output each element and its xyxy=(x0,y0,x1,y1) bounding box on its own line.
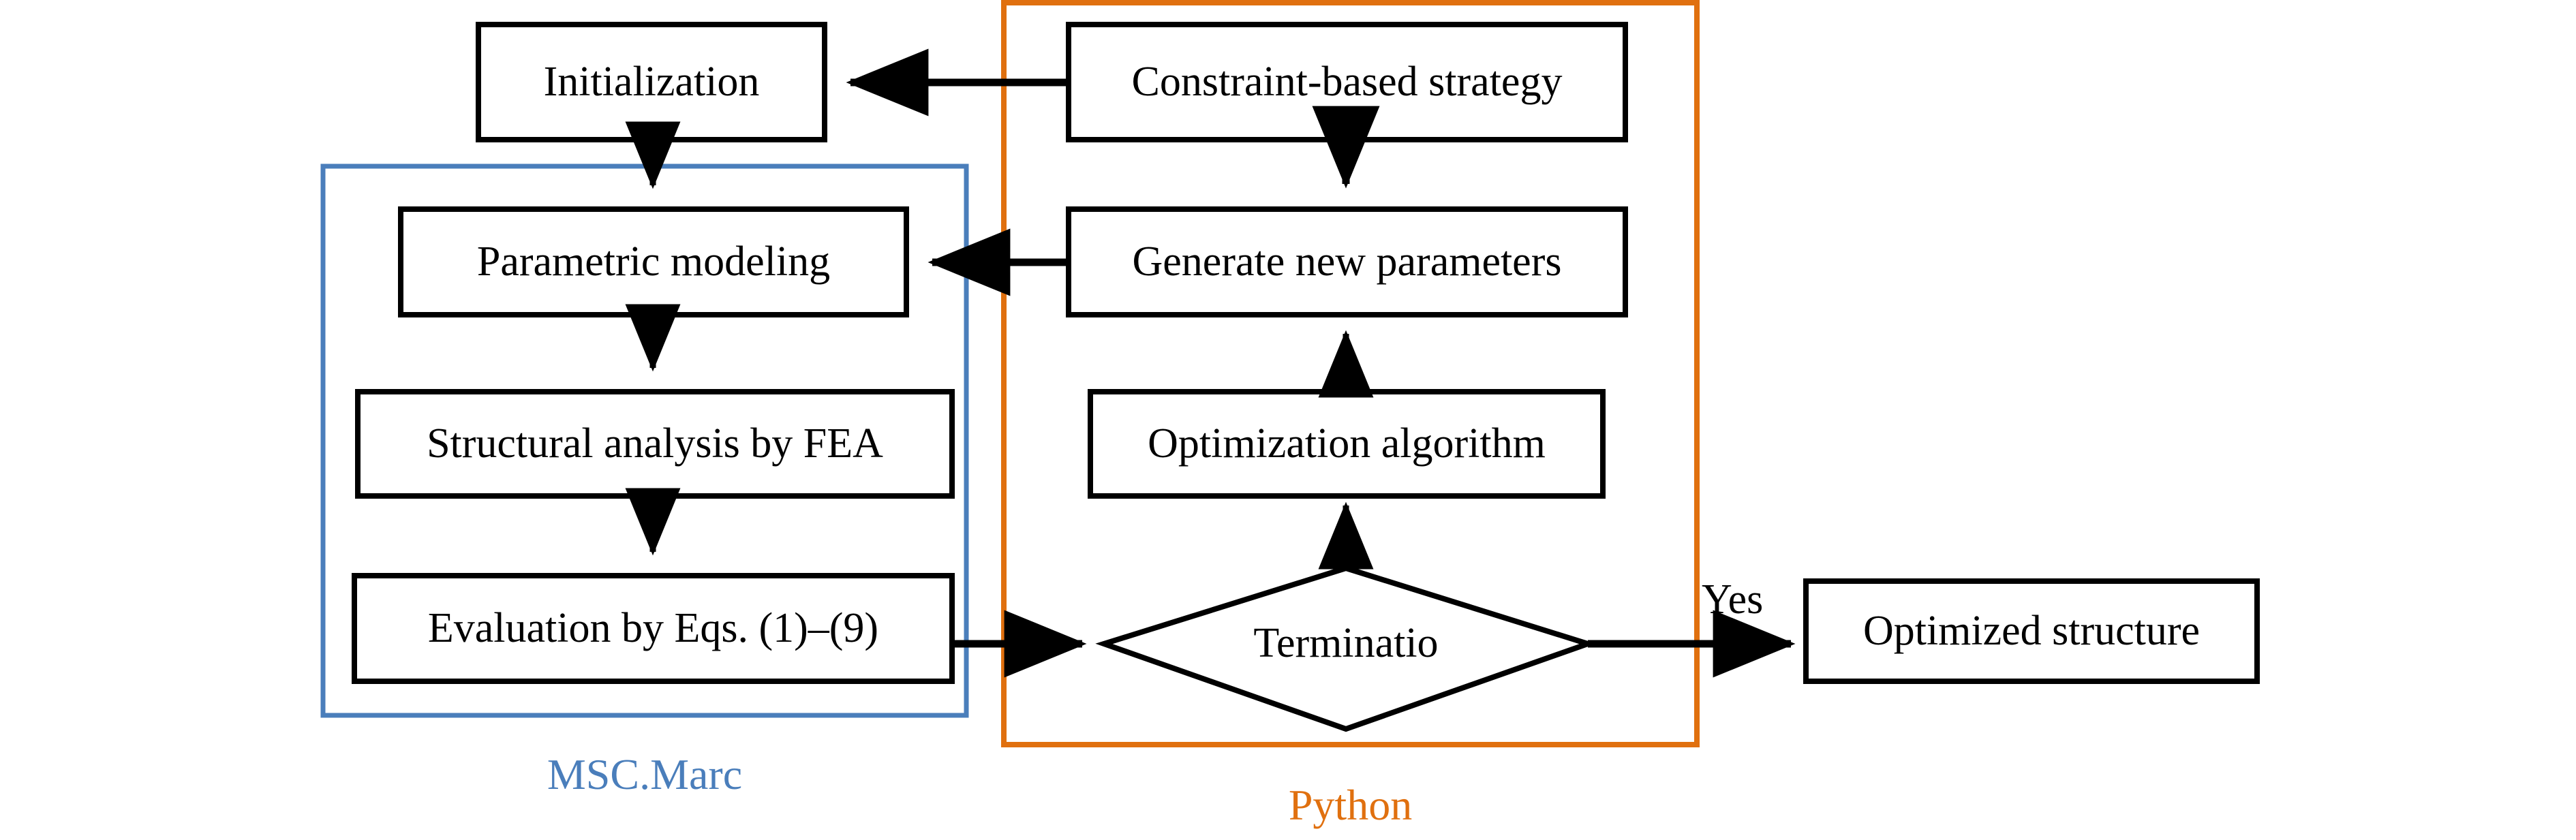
node-box-structural-analysis[interactable] xyxy=(355,389,955,499)
node-box-constraint-based-strategy[interactable] xyxy=(1066,22,1628,142)
node-box-optimized-structure[interactable] xyxy=(1803,578,2260,684)
node-box-optimization-algorithm[interactable] xyxy=(1088,389,1606,499)
node-box-parametric-modeling[interactable] xyxy=(398,206,909,317)
node-shape-termination[interactable] xyxy=(1095,565,1597,732)
group-caption-msc-marc: MSC.Marc xyxy=(547,750,743,798)
node-box-generate-new-parameters[interactable] xyxy=(1066,206,1628,317)
group-frame-python xyxy=(1001,0,1700,747)
group-caption-python: Python xyxy=(1288,781,1413,829)
node-box-initialization[interactable] xyxy=(476,22,827,142)
edge-label-yes: Yes xyxy=(1702,576,1764,623)
node-box-evaluation[interactable] xyxy=(352,573,955,684)
